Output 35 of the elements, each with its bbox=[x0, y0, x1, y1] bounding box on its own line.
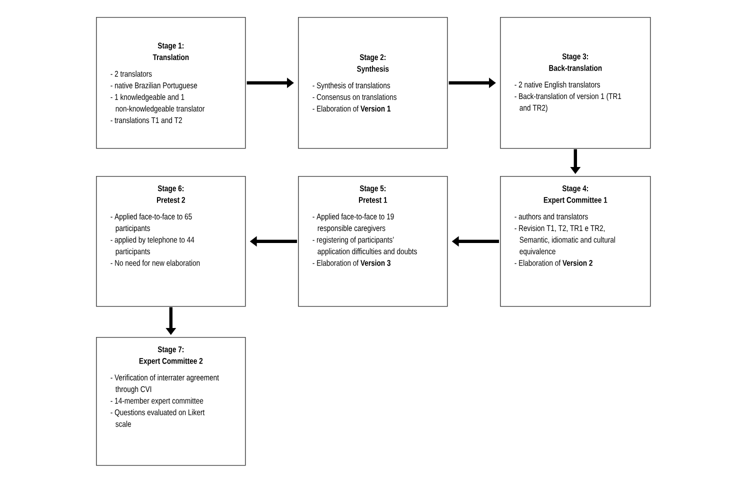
bullet-item: - Verification of interrater agreement through CVI bbox=[110, 374, 219, 394]
bullet-item: - Elaboration of Version 2 bbox=[514, 260, 592, 266]
bullet-item: - Elaboration of Version 1 bbox=[312, 105, 391, 112]
stage-box bbox=[96, 176, 246, 307]
bullet-item: - native Brazilian Portuguese bbox=[110, 82, 198, 90]
bullet-item: - Revision T1, T2, TR1 e TR2, Semantic, idiomatic and cultural equivalence bbox=[514, 224, 615, 256]
bullet-item: - Consensus on translations bbox=[312, 94, 396, 100]
stage-heading: Stage 5: Pretest 1 bbox=[358, 185, 388, 203]
bullet-item: - authors and translators bbox=[514, 213, 588, 220]
bullet-item: - Applied face-to-face to 19 responsible caregivers bbox=[312, 213, 394, 233]
stage-heading: Stage 2: Synthesis bbox=[357, 54, 389, 74]
bullet-item: - applied by telephone to 44 participants bbox=[110, 236, 194, 256]
bullet-item: - No need for new elaboration bbox=[110, 260, 200, 266]
stage-heading: Stage 4: Expert Committee 1 bbox=[544, 185, 608, 205]
bullet-item: - 1 knowledgeable and 1 non-knowledgeable translator bbox=[110, 94, 205, 114]
stage-box bbox=[500, 17, 651, 149]
bullet-item: - 2 translators bbox=[110, 70, 152, 77]
bullet-item: - Applied face-to-face to 65 participants bbox=[110, 213, 192, 233]
bullet-item: - Elaboration of Version 3 bbox=[312, 260, 390, 266]
bullet-item: - 2 native English translators bbox=[514, 81, 600, 90]
stage-box bbox=[298, 17, 448, 149]
bullet-item: - registering of participants’ application difficulties and doubts bbox=[312, 236, 417, 256]
stage-heading: Stage 3: Back-translation bbox=[549, 53, 602, 71]
bullet-item: - Synthesis of translations bbox=[312, 82, 390, 90]
bullet-item: - Back-translation of version 1 (TR1 and TR2) bbox=[514, 93, 622, 112]
stage-box bbox=[298, 176, 448, 307]
stage-box bbox=[500, 176, 651, 307]
stage-heading: Stage 7: Expert Committee 2 bbox=[139, 346, 203, 366]
stage-box bbox=[96, 17, 246, 149]
bullet-item: - Questions evaluated on Likert scale bbox=[110, 409, 205, 427]
stage-heading: Stage 1: Translation bbox=[152, 42, 189, 60]
stage-box bbox=[96, 337, 246, 466]
bullet-item: - 14-member expert committee bbox=[110, 398, 204, 406]
bullet-item: - translations T1 and T2 bbox=[110, 117, 182, 124]
stage-heading: Stage 6: Pretest 2 bbox=[156, 185, 185, 203]
